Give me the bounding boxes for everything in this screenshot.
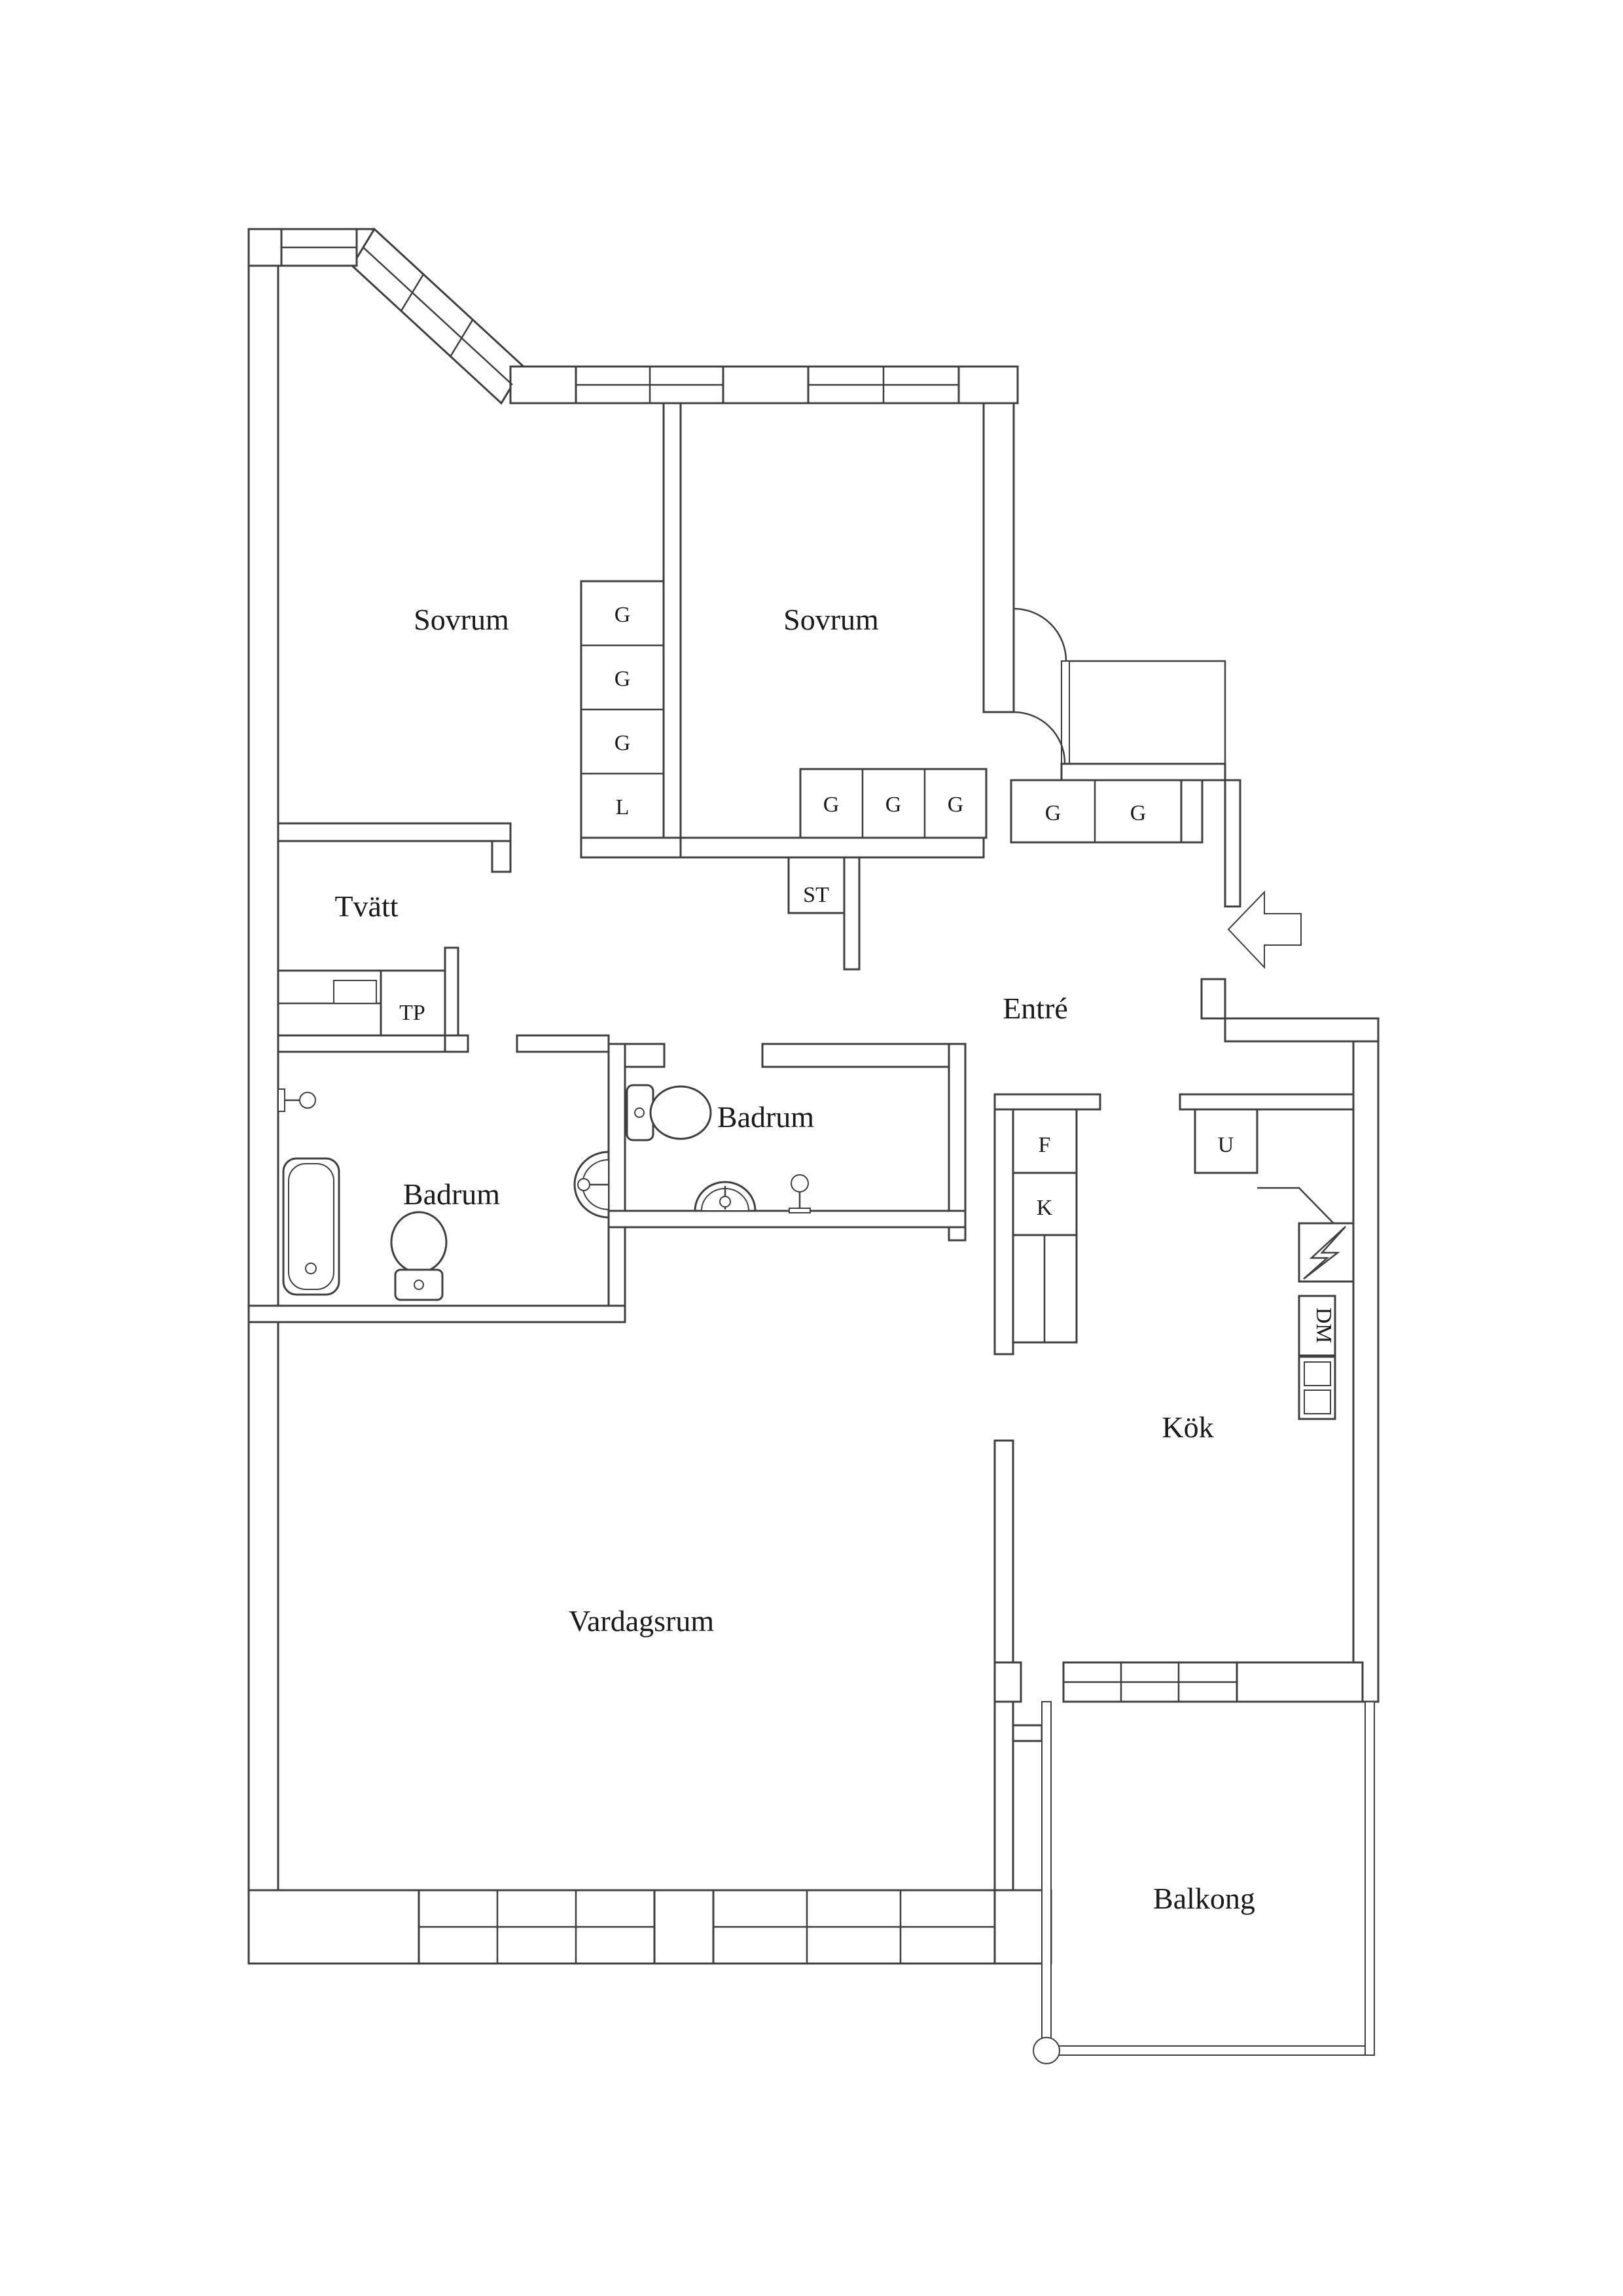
- interior-walls: [247, 856, 967, 1323]
- balcony-rail-left: [1041, 1701, 1052, 2056]
- room-label-tvatt: Tvätt: [334, 889, 398, 923]
- balcony-rail-bottom: [1041, 2045, 1375, 2056]
- balcony-rail-right: [1364, 1701, 1375, 2056]
- kitchen-units: F K U DM: [1012, 1108, 1355, 1420]
- closets-sovrum2: G G G: [799, 768, 988, 839]
- wall-left: [247, 228, 279, 1965]
- door-arc-sovrum2: [1013, 711, 1066, 764]
- room-label-kok: Kök: [1162, 1410, 1213, 1444]
- appliance-label-f: F: [1039, 1133, 1051, 1157]
- balcony: [1033, 1701, 1375, 2064]
- washing-machine: [333, 980, 377, 1004]
- window-bottom-2: [712, 1889, 996, 1965]
- sink-badrum1: [573, 1151, 610, 1219]
- windows: [280, 228, 1238, 1965]
- wall-sovrum1-south: [277, 822, 512, 842]
- wall-kok-bottom-east: [1236, 1661, 1364, 1703]
- window-bottom-1: [418, 1889, 656, 1965]
- wall-entre-north: [1060, 762, 1226, 781]
- room-label-badrum2: Badrum: [717, 1100, 814, 1134]
- wall-se-jog: [1012, 1724, 1043, 1742]
- closet-label-sov2-g2: G: [885, 793, 902, 817]
- window-top-2: [807, 365, 960, 404]
- wall-sovrum2-east: [982, 402, 1015, 713]
- closet-st: ST: [787, 856, 846, 914]
- wall-stairwell-edge: [1013, 607, 1226, 780]
- appliance-label-dm: DM: [1311, 1308, 1336, 1344]
- closet-label-l: L: [616, 795, 630, 819]
- wall-tvatt-jog: [444, 1034, 469, 1053]
- wall-badrum2-east: [948, 1043, 967, 1242]
- wall-right: [1352, 1040, 1380, 1703]
- badrum2-fixtures: [626, 1084, 811, 1213]
- closet-label-sov2-g1: G: [823, 793, 840, 817]
- wall-entre-return: [1180, 779, 1204, 844]
- wall-tvatt-east: [444, 946, 459, 1037]
- room-label-entre: Entré: [1003, 992, 1068, 1025]
- closet-label-st: ST: [803, 883, 829, 907]
- closet-column-sovrum1: G G G L: [580, 580, 665, 839]
- wall-entrance-upper: [1224, 779, 1241, 908]
- wall-badrum1-north-east: [516, 1034, 610, 1053]
- wall-bedroom-divider: [662, 402, 682, 859]
- wall-badrum2-north-east: [761, 1043, 950, 1068]
- freezer-box: [1012, 1172, 1078, 1236]
- window-top-1: [575, 365, 724, 404]
- closets-entre: G G: [1010, 779, 1183, 844]
- wall-entrance-step: [1224, 1017, 1380, 1043]
- window-chamfer: [363, 247, 513, 386]
- fridge-box: [1012, 1108, 1078, 1174]
- closet-label-g1: G: [615, 603, 631, 627]
- badrum1-fixtures: [277, 1088, 610, 1301]
- toilet-badrum1: [390, 1211, 448, 1301]
- wall-hall-stub: [843, 856, 861, 971]
- wall-vardagsrum-north: [247, 1304, 626, 1323]
- laundry-counter: TP: [277, 969, 446, 1037]
- appliance-label-u: U: [1218, 1133, 1234, 1157]
- wall-badrum1-north-west: [277, 1034, 446, 1053]
- wall-badrum2-south: [607, 1210, 967, 1229]
- wall-badrum2-north-west: [624, 1043, 666, 1068]
- wall-kok-bottom-west: [993, 1661, 1022, 1703]
- closet-label-g2: G: [615, 667, 631, 691]
- closet-label-sov2-g3: G: [948, 793, 964, 817]
- closet-label-g3: G: [615, 731, 631, 755]
- oven-box: [1194, 1108, 1258, 1174]
- closet-label-entre-g1: G: [1045, 801, 1061, 825]
- closet-label-entre-g2: G: [1130, 801, 1147, 825]
- room-label-sovrum2: Sovrum: [783, 603, 879, 636]
- window-kok-balcony: [1062, 1661, 1238, 1703]
- balcony-corner-post: [1033, 2037, 1060, 2064]
- stove: [1298, 1222, 1355, 1283]
- closet-tp: [380, 969, 446, 1037]
- room-label-balkong: Balkong: [1153, 1882, 1255, 1915]
- dishwasher: DM: [1298, 1295, 1336, 1357]
- wall-badrum-shared: [607, 1043, 626, 1323]
- wall-entre-south: [993, 1093, 1101, 1111]
- bathtub: [282, 1157, 340, 1296]
- exterior-walls: [247, 227, 1380, 1965]
- window-top-corner: [280, 228, 358, 267]
- wall-sovrum2-south: [679, 836, 985, 859]
- room-label-sovrum1: Sovrum: [414, 603, 509, 636]
- wall-under-closet: [580, 836, 682, 859]
- shower-tap-badrum2: [789, 1174, 811, 1213]
- sink-badrum2: [694, 1181, 757, 1212]
- wall-jamb-sovrum1: [491, 840, 512, 873]
- room-label-badrum1: Badrum: [403, 1177, 500, 1211]
- appliance-label-k: K: [1037, 1196, 1053, 1220]
- toilet-badrum2: [626, 1084, 712, 1141]
- shower-tap-badrum1: [277, 1088, 316, 1112]
- closet-label-tp: TP: [399, 1001, 425, 1025]
- wall-kok-north: [1179, 1093, 1355, 1111]
- wall-entrance-jamb: [1200, 978, 1226, 1020]
- entrance-arrow-icon: [1227, 890, 1302, 969]
- room-label-vardagsrum: Vardagsrum: [569, 1604, 714, 1638]
- wall-kok-west-upper: [993, 1108, 1014, 1355]
- kitchen-sink: [1298, 1355, 1336, 1420]
